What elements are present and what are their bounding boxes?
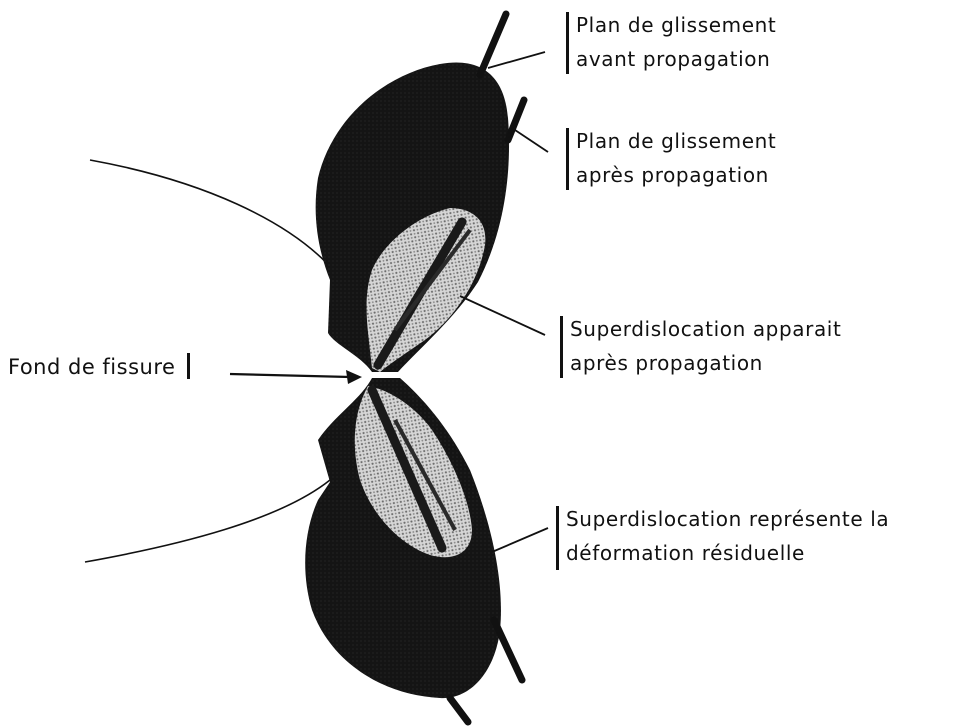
- label-super-apparait: Superdislocation apparait après propagat…: [560, 312, 841, 380]
- label-line: déformation résiduelle: [566, 536, 889, 570]
- label-bar: [560, 316, 563, 378]
- label-bar: [566, 12, 569, 74]
- label-fond-de-fissure: Fond de fissure: [8, 352, 190, 382]
- label-line: Superdislocation apparait: [570, 312, 841, 346]
- label-bar: [187, 353, 190, 379]
- label-bar: [556, 506, 559, 570]
- leader-plan-apres: [512, 128, 548, 152]
- leader-plan-avant: [488, 52, 545, 68]
- label-plan-apres: Plan de glissement après propagation: [566, 124, 776, 192]
- label-line: Plan de glissement: [576, 124, 776, 158]
- label-super-represente: Superdislocation représente la déformati…: [556, 502, 889, 570]
- leader-super-represente: [492, 528, 548, 552]
- arrow-fond-de-fissure: [230, 374, 350, 377]
- label-line: après propagation: [570, 346, 841, 380]
- label-line: avant propagation: [576, 42, 776, 76]
- label-plan-avant: Plan de glissement avant propagation: [566, 8, 776, 76]
- label-line: après propagation: [576, 158, 776, 192]
- residual-line-upper: [494, 620, 522, 680]
- crack-face-upper: [90, 160, 335, 272]
- crack-face-lower: [85, 480, 330, 562]
- residual-line-lower: [450, 698, 468, 722]
- label-line: Plan de glissement: [576, 8, 776, 42]
- leader-super-apparait: [460, 296, 545, 335]
- label-bar: [566, 128, 569, 190]
- label-line: Superdislocation représente la: [566, 502, 889, 536]
- arrow-head-icon: [346, 370, 362, 384]
- label-fond-text: Fond de fissure: [8, 355, 175, 379]
